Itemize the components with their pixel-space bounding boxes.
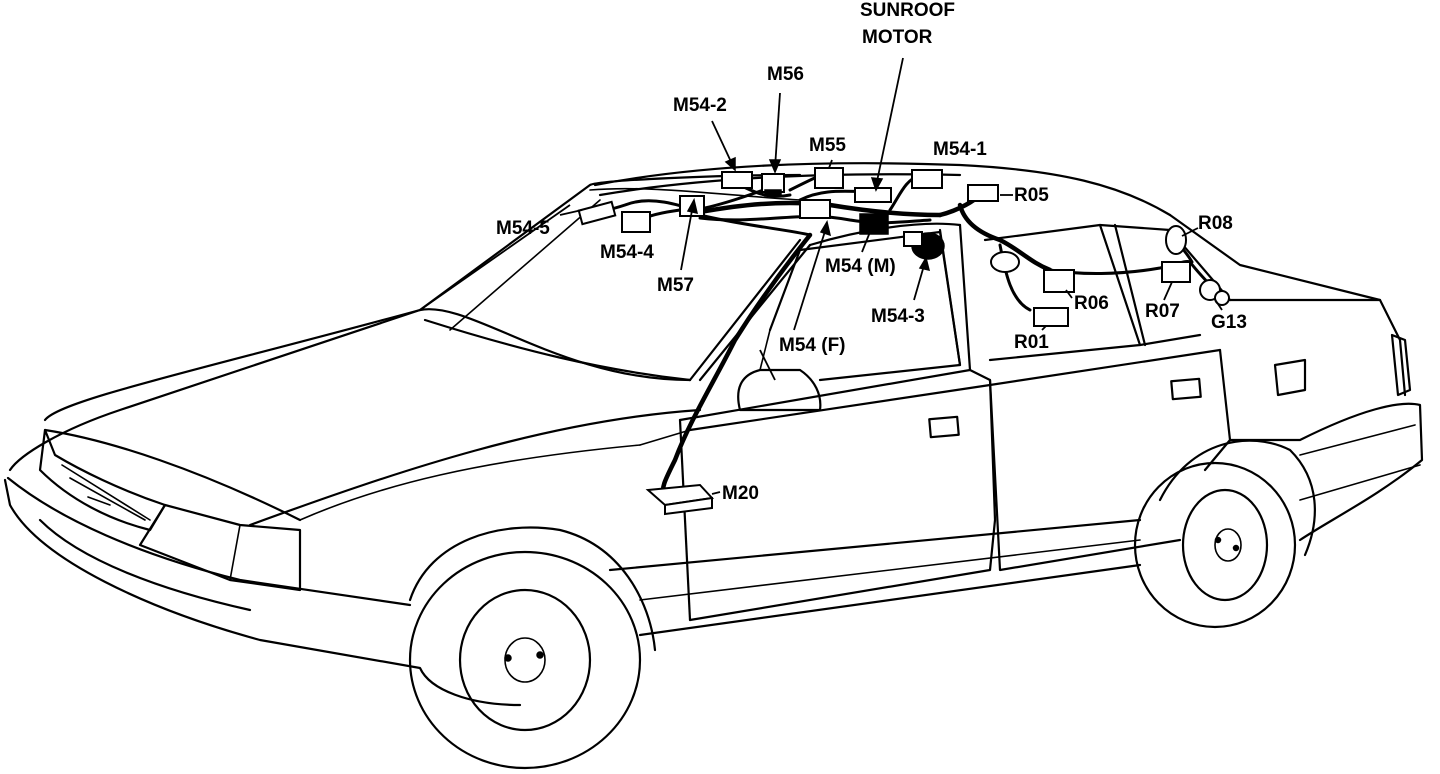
label-m54-f: M54 (F) <box>779 335 846 356</box>
label-m54-3: M54-3 <box>871 306 925 327</box>
connector-r07 <box>1161 261 1191 283</box>
label-g13: G13 <box>1211 312 1247 333</box>
label-m54-2: M54-2 <box>673 95 727 116</box>
label-m20: M20 <box>722 483 759 504</box>
label-m57: M57 <box>657 275 694 296</box>
connector-m20 <box>645 483 715 516</box>
label-r08: R08 <box>1198 213 1233 234</box>
label-m54-5: M54-5 <box>496 218 550 239</box>
connector-m54-m <box>859 213 889 235</box>
label-m54-4: M54-4 <box>600 242 654 263</box>
connector-m54-2 <box>721 171 753 189</box>
label-r06: R06 <box>1074 293 1109 314</box>
labels: SUNROOF MOTOR M56 M54-2 M55 M54-1 R05 R0… <box>496 0 1247 504</box>
connector-r05 <box>967 184 999 202</box>
connector-m54-3 <box>903 231 945 260</box>
connector-m55 <box>799 167 844 219</box>
connector-sunroof-motor <box>854 187 892 203</box>
label-m54-m: M54 (M) <box>825 256 896 277</box>
car-body <box>3 162 1424 770</box>
connector-r06 <box>990 251 1075 293</box>
label-r01: R01 <box>1014 332 1049 353</box>
label-r05: R05 <box>1014 185 1049 206</box>
connector-g13 <box>1199 279 1230 306</box>
connector-m54-4 <box>621 211 651 233</box>
label-sunroof-motor-line1: SUNROOF <box>860 0 955 21</box>
label-m56: M56 <box>767 64 804 85</box>
connector-m54-5 <box>577 200 617 226</box>
leader-lines <box>419 57 1223 495</box>
front-wheel <box>408 550 642 770</box>
connector-r08 <box>1165 225 1187 255</box>
wiring-harness <box>577 167 1230 516</box>
label-sunroof-motor-line2: MOTOR <box>862 27 933 48</box>
label-r07: R07 <box>1145 301 1180 322</box>
label-m55: M55 <box>809 135 846 156</box>
rear-wheel <box>1133 461 1297 629</box>
connector-m54-1 <box>911 169 943 189</box>
connector-r01 <box>1033 307 1069 327</box>
connector-m56 <box>761 173 785 197</box>
label-m54-1: M54-1 <box>933 139 987 160</box>
